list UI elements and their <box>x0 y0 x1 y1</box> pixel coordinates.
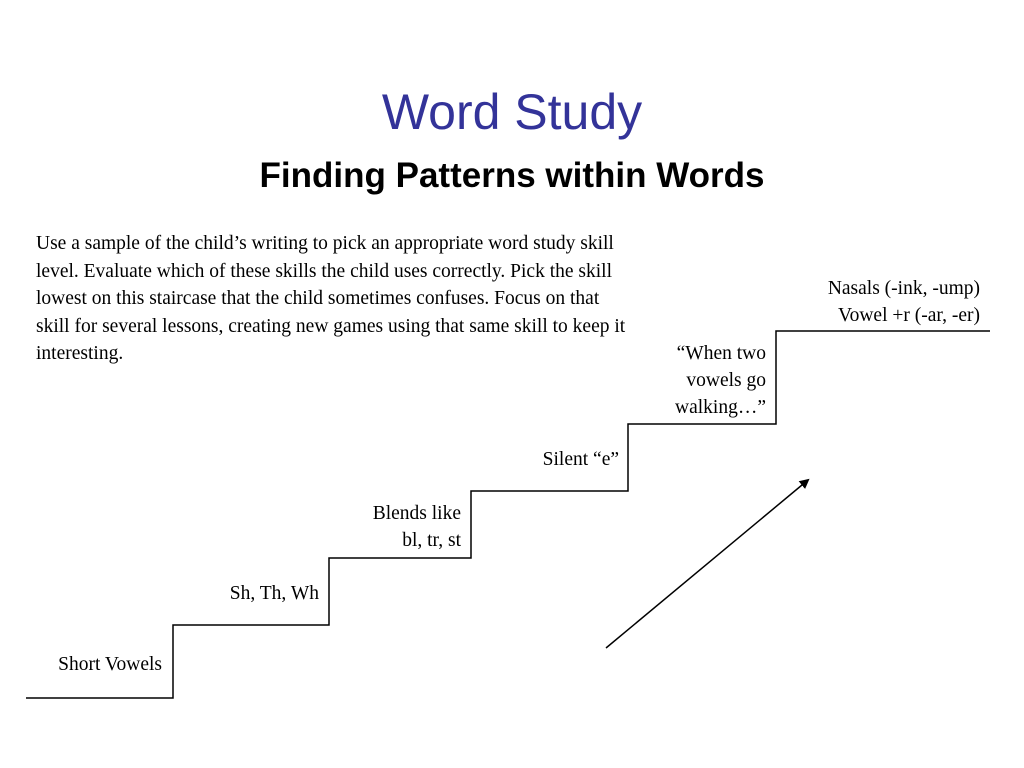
step-blends: Blends like bl, tr, st <box>372 503 461 551</box>
step-digraphs: Sh, Th, Wh <box>229 583 319 604</box>
staircase-line <box>26 330 990 699</box>
step-silent-e: Silent “e” <box>542 449 619 470</box>
step-nasals-r-controlled: Nasals (-ink, -ump) Vowel +r (-ar, -er) <box>827 278 980 326</box>
step-vowel-teams: “When two vowels go walking…” <box>675 343 766 418</box>
slide-subtitle: Finding Patterns within Words <box>259 156 765 195</box>
instructions-text: Use a sample of the child’s writing to p… <box>36 233 626 364</box>
slide-title: Word Study <box>381 84 643 140</box>
arrow-up-right-icon <box>605 478 810 649</box>
step-short-vowels: Short Vowels <box>58 654 162 675</box>
